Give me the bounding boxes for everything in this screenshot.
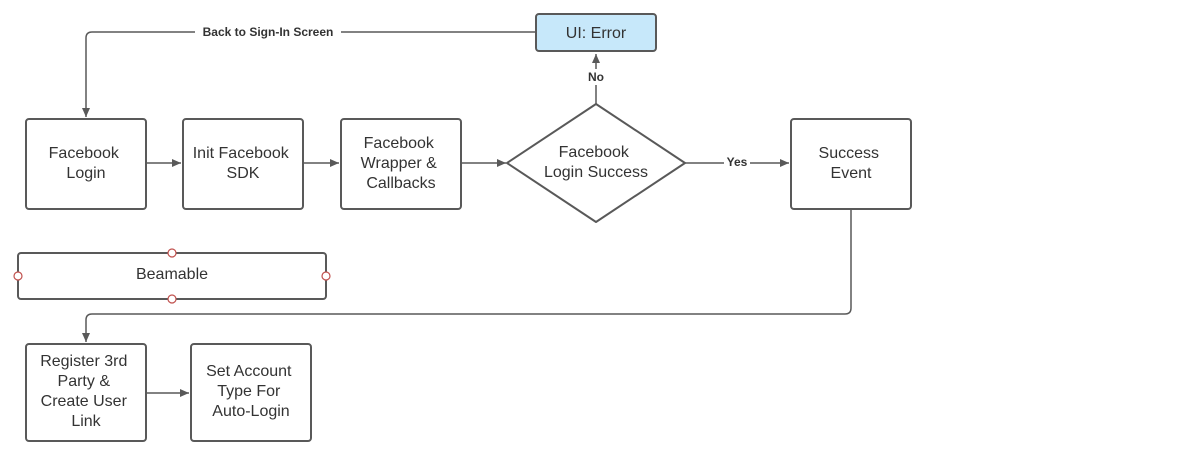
node-set-account-line-3: Auto-Login xyxy=(212,403,289,420)
no-label-background xyxy=(584,69,608,85)
resize-handle-right[interactable] xyxy=(321,271,331,281)
node-facebook-wrapper-line-1: Facebook xyxy=(364,135,435,152)
node-facebook-wrapper-line-3: Callbacks xyxy=(366,175,435,192)
node-facebook-login-box[interactable] xyxy=(25,118,147,210)
back-label-background xyxy=(195,24,341,40)
node-facebook-wrapper[interactable]: Facebook Wrapper & Callbacks xyxy=(340,118,462,210)
node-facebook-wrapper-box[interactable] xyxy=(340,118,462,210)
resize-handle-left[interactable] xyxy=(13,271,23,281)
node-set-account-line-1: Set Account xyxy=(206,363,292,380)
edge-success-to-register xyxy=(82,209,852,342)
node-ui-error-label: UI: Error xyxy=(566,25,627,42)
node-beamable-label: Beamable xyxy=(136,266,208,283)
node-facebook-login-line-2: Login xyxy=(66,165,105,182)
node-facebook-login-line-1: Facebook xyxy=(49,145,120,162)
node-login-success-diamond[interactable] xyxy=(506,103,686,223)
yes-label-background xyxy=(724,154,750,170)
node-register-third-party-label: Register 3rd Party & Create User Link xyxy=(40,353,132,430)
node-ui-error[interactable]: UI: Error xyxy=(535,13,657,52)
node-login-success-line-2: Login Success xyxy=(544,164,648,181)
node-login-success-label: Facebook Login Success xyxy=(544,144,648,181)
node-ui-error-box[interactable] xyxy=(535,13,657,52)
node-register-line-2: Party & xyxy=(58,373,111,390)
resize-handle-top[interactable] xyxy=(167,248,177,258)
node-success-event-label: Success Event xyxy=(819,145,884,182)
node-login-success-line-1: Facebook xyxy=(559,144,630,161)
node-init-facebook-sdk[interactable]: Init Facebook SDK xyxy=(182,118,304,210)
node-beamable-line-1: Beamable xyxy=(136,266,208,283)
no-label: No xyxy=(588,70,604,84)
node-facebook-wrapper-line-2: Wrapper & xyxy=(361,155,438,172)
node-facebook-login-label: Facebook Login xyxy=(49,145,124,182)
node-register-line-4: Link xyxy=(71,413,101,430)
node-login-success-decision[interactable]: Facebook Login Success xyxy=(506,103,686,223)
node-register-third-party[interactable]: Register 3rd Party & Create User Link xyxy=(25,343,147,442)
node-success-event-box[interactable] xyxy=(790,118,912,210)
back-to-signin-label: Back to Sign-In Screen xyxy=(203,25,334,39)
edge-error-back-to-login xyxy=(82,31,536,117)
node-set-account-type-label: Set Account Type For Auto-Login xyxy=(206,363,296,420)
node-facebook-login[interactable]: Facebook Login xyxy=(25,118,147,210)
node-success-event-line-2: Event xyxy=(831,165,872,182)
node-register-line-3: Create User xyxy=(41,393,128,410)
node-register-third-party-box[interactable] xyxy=(25,343,147,442)
node-init-facebook-sdk-label: Init Facebook SDK xyxy=(193,145,294,182)
node-set-account-type-box[interactable] xyxy=(190,343,312,442)
node-ui-error-line-1: UI: Error xyxy=(566,25,627,42)
node-set-account-line-2: Type For xyxy=(217,383,281,400)
node-beamable[interactable]: Beamable xyxy=(13,248,331,304)
node-init-facebook-sdk-line-1: Init Facebook xyxy=(193,145,290,162)
node-register-line-1: Register 3rd xyxy=(40,353,127,370)
node-set-account-type[interactable]: Set Account Type For Auto-Login xyxy=(190,343,312,442)
node-facebook-wrapper-label: Facebook Wrapper & Callbacks xyxy=(361,135,442,192)
resize-handle-bottom[interactable] xyxy=(167,294,177,304)
yes-label: Yes xyxy=(727,155,748,169)
edges xyxy=(82,31,852,397)
node-init-facebook-sdk-line-2: SDK xyxy=(227,165,260,182)
nodes: Facebook Login Init Facebook SDK Faceboo… xyxy=(13,13,912,442)
edge-labels: Back to Sign-In Screen No Yes xyxy=(195,24,750,170)
node-success-event[interactable]: Success Event xyxy=(790,118,912,210)
node-success-event-line-1: Success xyxy=(819,145,879,162)
node-init-facebook-sdk-box[interactable] xyxy=(182,118,304,210)
